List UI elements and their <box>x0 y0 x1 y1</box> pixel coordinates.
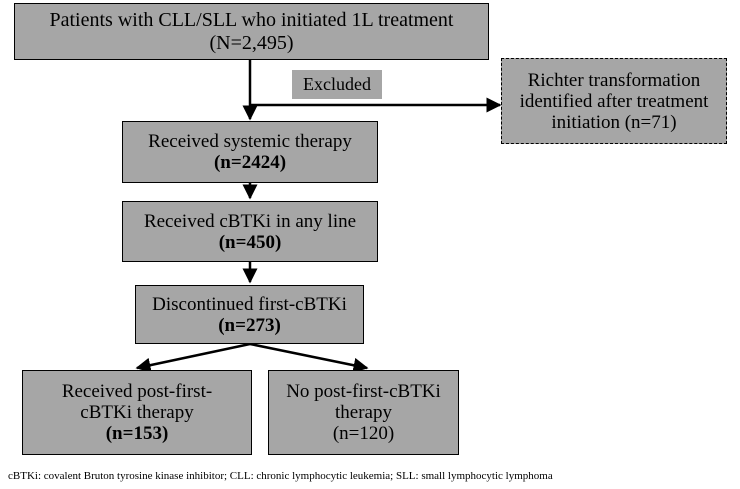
patients-box-line1: Patients with CLL/SLL who initiated 1L t… <box>49 8 454 31</box>
excluded-label: Excluded <box>292 70 382 99</box>
systemic-therapy-count: (n=2424) <box>213 152 287 173</box>
post-therapy-line1: Received post-first- <box>61 381 213 402</box>
discontinued-count: (n=273) <box>218 314 281 336</box>
systemic-therapy-box: Received systemic therapy (n=2424) <box>122 121 378 183</box>
richter-box: Richter transformation identified after … <box>501 58 727 144</box>
no-post-therapy-box: No post-first-cBTKi therapy (n=120) <box>268 370 459 455</box>
post-therapy-count: (n=153) <box>105 423 169 444</box>
richter-box-line1: Richter transformation <box>527 69 701 91</box>
patients-box: Patients with CLL/SLL who initiated 1L t… <box>14 3 489 60</box>
discontinued-box: Discontinued first-cBTKi (n=273) <box>135 285 364 344</box>
cbtki-box: Received cBTKi in any line (n=450) <box>122 201 378 262</box>
cbtki-count: (n=450) <box>218 231 282 253</box>
footnote: cBTKi: covalent Bruton tyrosine kinase i… <box>8 470 553 482</box>
no-post-therapy-line2: therapy <box>335 402 392 423</box>
no-post-therapy-count: (n=120) <box>332 423 395 444</box>
richter-box-line2: identified after treatment <box>519 90 709 112</box>
arrow-discontinued-to-no-post <box>249 342 369 373</box>
systemic-therapy-label: Received systemic therapy <box>148 131 352 152</box>
patients-box-count: (N=2,495) <box>209 31 294 54</box>
no-post-therapy-line1: No post-first-cBTKi <box>286 381 441 402</box>
post-therapy-line2: cBTKi therapy <box>80 402 194 423</box>
discontinued-label: Discontinued first-cBTKi <box>152 293 347 315</box>
cbtki-label: Received cBTKi in any line <box>143 210 357 232</box>
arrow-discontinued-to-post <box>135 342 251 373</box>
post-therapy-box: Received post-first- cBTKi therapy (n=15… <box>22 370 252 455</box>
richter-box-line3: initiation (n=71) <box>551 111 677 133</box>
